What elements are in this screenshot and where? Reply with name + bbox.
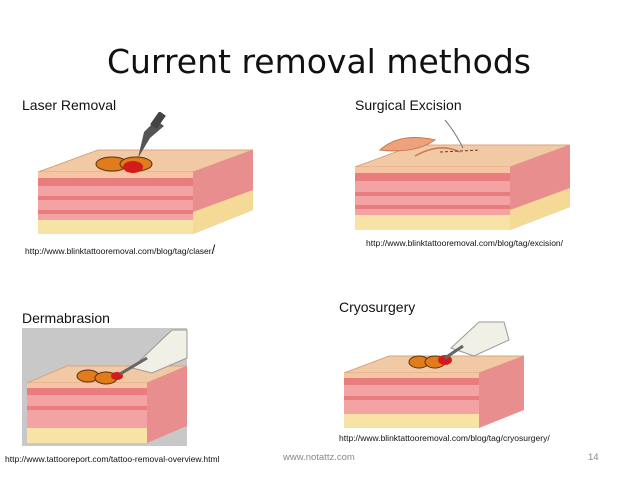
laser-removal-url-text[interactable]: http://www.blinktattooremoval.com/blog/t… bbox=[25, 246, 212, 256]
laser-removal-source-url[interactable]: http://www.blinktattooremoval.com/blog/t… bbox=[25, 242, 215, 257]
page-number: 14 bbox=[588, 452, 599, 463]
slide-title: Current removal methods bbox=[107, 42, 531, 81]
dermabrasion-source-url[interactable]: http://www.tattooreport.com/tattoo-remov… bbox=[5, 454, 220, 464]
laser-removal-url-slash: / bbox=[211, 242, 216, 257]
surgical-excision-illustration bbox=[345, 112, 575, 240]
cryosurgery-source-url[interactable]: http://www.blinktattooremoval.com/blog/t… bbox=[339, 433, 550, 443]
surgical-excision-label: Surgical Excision bbox=[355, 97, 462, 113]
surgical-excision-source-url[interactable]: http://www.blinktattooremoval.com/blog/t… bbox=[366, 238, 564, 248]
footer-site: www.notattz.com bbox=[283, 452, 355, 463]
dermabrasion-label: Dermabrasion bbox=[22, 310, 110, 326]
cryosurgery-illustration bbox=[339, 318, 529, 430]
dermabrasion-illustration bbox=[22, 328, 192, 446]
laser-removal-illustration bbox=[28, 112, 258, 242]
cryosurgery-label: Cryosurgery bbox=[339, 299, 416, 315]
laser-removal-label: Laser Removal bbox=[22, 97, 117, 113]
